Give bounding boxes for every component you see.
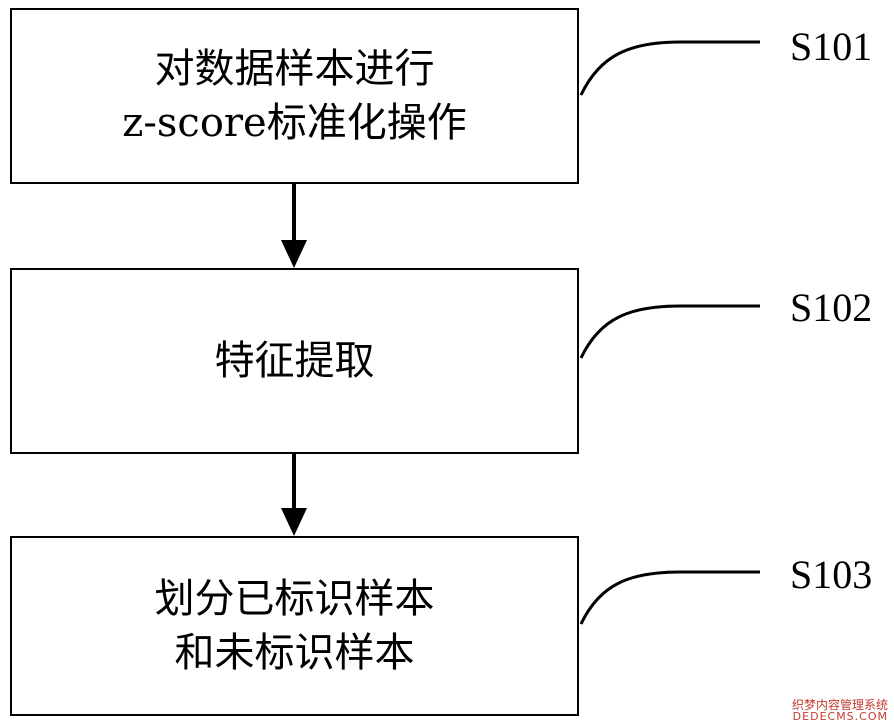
- leader-line-s102: [579, 304, 760, 359]
- step-box-s103: 划分已标识样本 和未标识样本: [10, 536, 579, 716]
- step-label-s102: S102: [790, 285, 873, 330]
- step-label-s103: S103: [790, 552, 873, 597]
- watermark: 织梦内容管理系统 DEDECMS.COM: [792, 699, 888, 723]
- step-text-line: 和未标识样本: [174, 630, 415, 676]
- step-box-s102: 特征提取: [10, 268, 579, 454]
- step-box-s101: 对数据样本进行 z-score标准化操作: [10, 8, 579, 184]
- leader-line-s103: [579, 570, 760, 625]
- step-text-line: 特征提取: [214, 338, 375, 384]
- step-label-s101: S101: [790, 24, 873, 69]
- watermark-line-1: 织梦内容管理系统: [791, 697, 888, 712]
- watermark-line-2: DEDECMS.COM: [792, 710, 888, 724]
- arrow-s101-to-s102: [281, 184, 307, 268]
- step-text-line: z-score标准化操作: [122, 100, 467, 146]
- step-text-line: 对数据样本进行: [154, 46, 435, 92]
- leader-line-s101: [579, 40, 760, 96]
- arrow-s102-to-s103: [281, 454, 307, 536]
- step-text-line: 划分已标识样本: [154, 576, 435, 622]
